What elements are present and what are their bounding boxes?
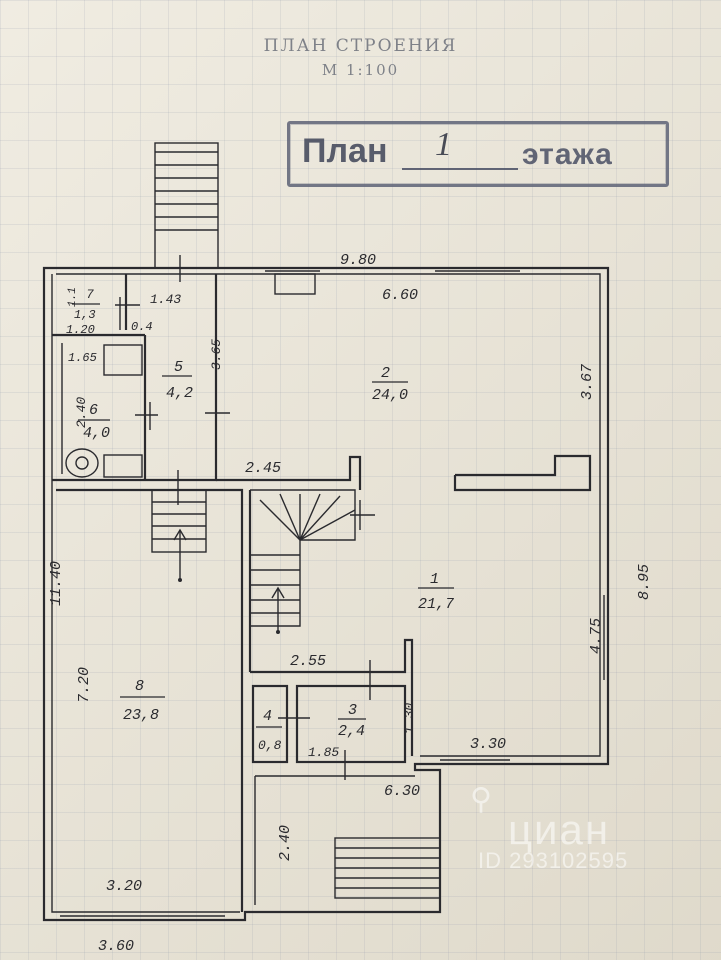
dim-bottom-left: 3.60 (98, 938, 134, 955)
outer-walls (42, 266, 610, 922)
room-4-number: 4 (263, 708, 272, 725)
plan-title: ПЛАН СТРОЕНИЯ (263, 36, 458, 56)
dim-porch-depth: 2.40 (277, 825, 294, 861)
dim-left-total: 11.40 (48, 561, 65, 606)
dim-right-total: 8.95 (636, 564, 653, 600)
dim-room3-depth: 1.30 (402, 703, 417, 734)
dim-room7-gap: 0.4 (131, 320, 153, 334)
room-2-area: 24,0 (372, 387, 408, 404)
room-6-number: 6 (89, 402, 98, 419)
bathroom-fixtures (65, 344, 143, 478)
dim-top-total: 9.80 (340, 252, 376, 269)
dim-room1-width: 3.30 (470, 736, 506, 753)
floor-stamp: План 1 этажа (287, 121, 669, 187)
dim-room6-depth: 2.40 (74, 397, 89, 428)
dim-room8-width: 3.20 (106, 878, 142, 895)
room-3-number: 3 (348, 702, 357, 719)
room-5-number: 5 (174, 359, 183, 376)
dim-room5-depth: 3.65 (209, 339, 224, 370)
stamp-floor-number: 1 (435, 126, 452, 163)
porch-steps (334, 837, 441, 899)
room-3-area: 2,4 (338, 723, 365, 740)
room-8-number: 8 (135, 678, 144, 695)
dim-hall-width: 2.45 (245, 460, 281, 477)
room-5-area: 4,2 (166, 385, 193, 402)
dim-room7-width: 1.20 (66, 323, 95, 337)
watermark-id: ID 293102595 (478, 848, 629, 873)
watermark-pin-icon: ⚲ (470, 783, 492, 816)
dim-room3-top: 2.55 (290, 653, 326, 670)
plan-scale: М 1:100 (321, 61, 400, 79)
door-marks (115, 255, 375, 780)
inner-stair-left (151, 489, 207, 582)
stamp-underline (402, 168, 518, 170)
dim-room3-bottom: 1.85 (308, 745, 339, 760)
watermark-brand: циан (508, 806, 611, 853)
dim-room8-depth: 7.20 (76, 667, 93, 703)
room-1-area: 21,7 (418, 596, 454, 613)
room-7-number: 7 (86, 287, 94, 302)
main-stair (250, 489, 356, 634)
room-6-area: 4,0 (83, 425, 110, 442)
room-1-number: 1 (430, 571, 439, 588)
room-8-area: 23,8 (123, 707, 159, 724)
dim-room5-width: 1.43 (150, 292, 181, 307)
dim-room1-depth: 4.75 (588, 618, 605, 654)
dim-room2-width: 6.60 (382, 287, 418, 304)
room-4-area: 0,8 (258, 738, 282, 753)
stamp-word-floor: этажа (522, 138, 613, 171)
rear-stair (154, 142, 219, 269)
dim-room2-depth: 3.67 (579, 364, 596, 400)
dim-porch-width: 6.30 (384, 783, 420, 800)
dim-room6-width: 1.65 (68, 351, 97, 365)
interior-walls (52, 273, 592, 912)
dim-room7-depth: 1.1 (67, 287, 79, 307)
room-2-number: 2 (381, 365, 390, 382)
room-7-area: 1,3 (74, 308, 96, 322)
windows (60, 270, 605, 917)
stamp-word-plan: План (302, 132, 388, 170)
